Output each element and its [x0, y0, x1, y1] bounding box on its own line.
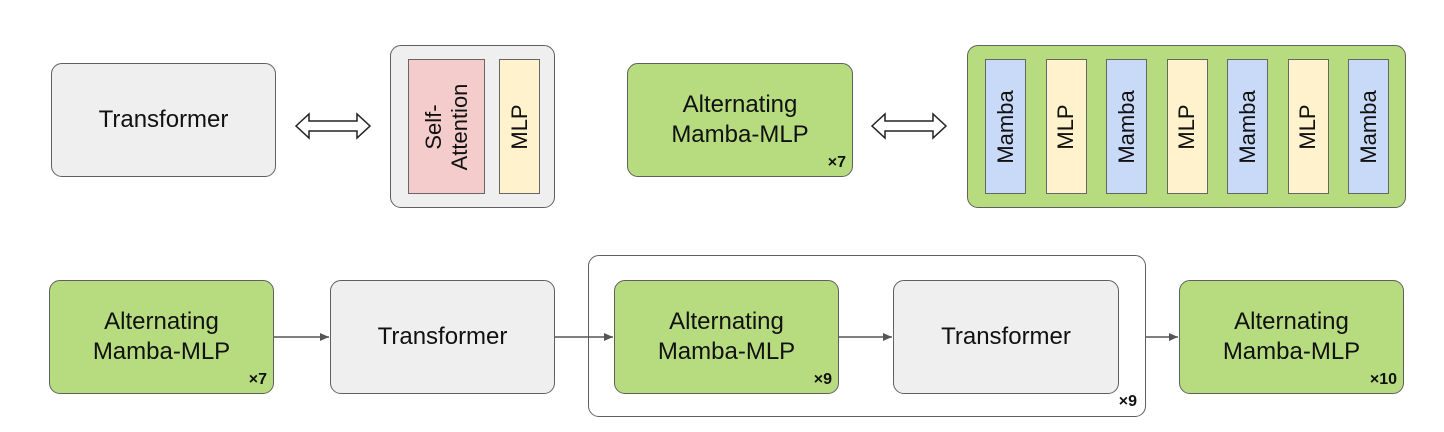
alternating-mamba-mlp-block-1: Alternating Mamba-MLP ×7 — [49, 280, 274, 394]
alternating-label: Alternating Mamba-MLP — [1222, 308, 1361, 365]
mamba-layer: Mamba — [1348, 59, 1389, 194]
mlp-layer: MLP — [499, 59, 540, 194]
mlp-layer: MLP — [1166, 59, 1208, 194]
transformer-block-2: Transformer — [893, 280, 1119, 394]
transformer-label: Transformer — [941, 323, 1071, 350]
multiplier-badge: ×7 — [248, 371, 267, 388]
alternating-mamba-mlp-block-2: Alternating Mamba-MLP ×9 — [614, 280, 839, 394]
mamba-label: Mamba — [1234, 89, 1260, 164]
self-attention-label: Self- Attention — [420, 83, 472, 170]
mamba-label: Mamba — [992, 89, 1018, 164]
mlp-label: MLP — [506, 103, 532, 150]
transformer-label: Transformer — [98, 106, 229, 133]
multiplier-badge: ×10 — [1369, 371, 1397, 388]
transformer-expansion-container: Self- Attention MLP — [390, 45, 555, 208]
alternating-label: Alternating Mamba-MLP — [671, 91, 809, 148]
mamba-mlp-layer-stack: Mamba MLP Mamba MLP Mamba MLP Mamba — [967, 45, 1406, 208]
mlp-layer: MLP — [1287, 59, 1329, 194]
multiplier-badge: ×7 — [827, 154, 846, 171]
equivalence-arrow-icon — [294, 112, 372, 140]
mlp-label: MLP — [1295, 103, 1320, 150]
mamba-label: Mamba — [1113, 89, 1139, 164]
alternating-mamba-mlp-block-3: Alternating Mamba-MLP ×10 — [1179, 280, 1404, 394]
multiplier-badge: ×9 — [813, 371, 832, 388]
mamba-layer: Mamba — [1227, 59, 1268, 194]
transformer-label: Transformer — [377, 323, 508, 350]
mamba-layer: Mamba — [985, 59, 1026, 194]
mamba-layer: Mamba — [1106, 59, 1147, 194]
mlp-label: MLP — [1053, 103, 1078, 150]
self-attention-layer: Self- Attention — [408, 59, 485, 194]
group-multiplier-badge: ×9 — [1118, 393, 1137, 410]
repeat-group: ×9 — [588, 255, 1146, 417]
alternating-label: Alternating Mamba-MLP — [92, 308, 231, 365]
alternating-mamba-mlp-block-top: Alternating Mamba-MLP ×7 — [627, 63, 853, 177]
alternating-label: Alternating Mamba-MLP — [657, 308, 796, 365]
transformer-block-1: Transformer — [330, 280, 555, 394]
equivalence-arrow-icon — [870, 112, 948, 140]
mlp-label: MLP — [1174, 103, 1199, 150]
mamba-label: Mamba — [1355, 89, 1381, 164]
transformer-block-top: Transformer — [51, 63, 276, 177]
mlp-layer: MLP — [1045, 59, 1087, 194]
